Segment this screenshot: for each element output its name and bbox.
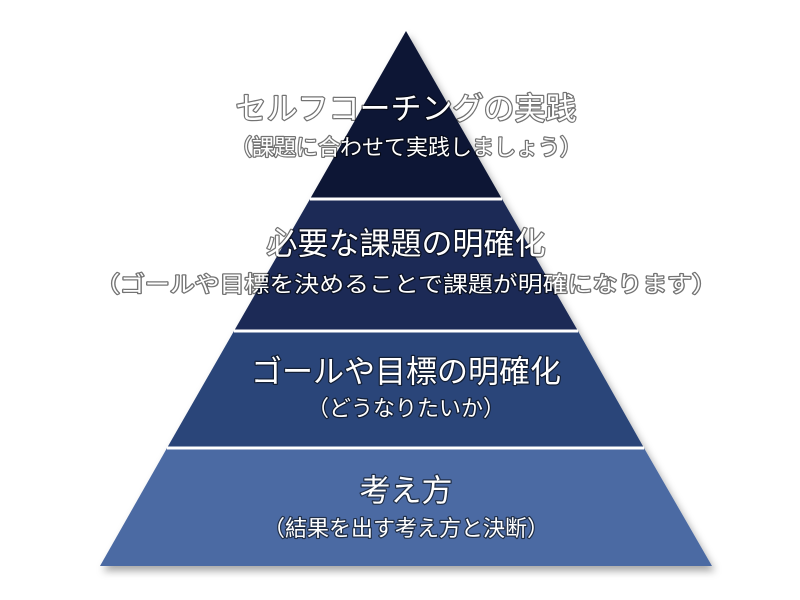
- pyramid-tier-second-shape: [234, 199, 578, 331]
- tier-subtitle: （課題に合わせて実践しましょう）: [230, 136, 582, 161]
- pyramid-tier-base-shape: [100, 448, 712, 566]
- tier-title: ゴールや目標の明確化: [251, 355, 561, 391]
- tier-title: 必要な課題の明確化: [267, 227, 546, 263]
- pyramid-shape: [100, 31, 712, 566]
- pyramid-tier-second: 必要な課題の明確化 （ゴールや目標を決めることで課題が明確になります）: [94, 225, 719, 299]
- tier-title: セルフコーチングの実践: [236, 92, 577, 128]
- pyramid-tier-third-shape: [167, 331, 644, 448]
- pyramid-tier-top-shape: [310, 31, 502, 199]
- tier-subtitle: （どうなりたいか）: [307, 397, 505, 422]
- tier-subtitle: （ゴールや目標を決めることで課題が明確になります）: [95, 273, 717, 298]
- pyramid-tier-base: 考え方 （結果を出す考え方と決断）: [262, 472, 551, 543]
- pyramid-tier-third: ゴールや目標の明確化 （どうなりたいか）: [250, 353, 563, 423]
- pyramid-tier-top: セルフコーチングの実践 （課題に合わせて実践しましょう）: [229, 90, 584, 162]
- pyramid-separators: [167, 197, 644, 450]
- tier-title: 考え方: [360, 474, 453, 510]
- tier-subtitle: （結果を出す考え方と決断）: [263, 517, 549, 542]
